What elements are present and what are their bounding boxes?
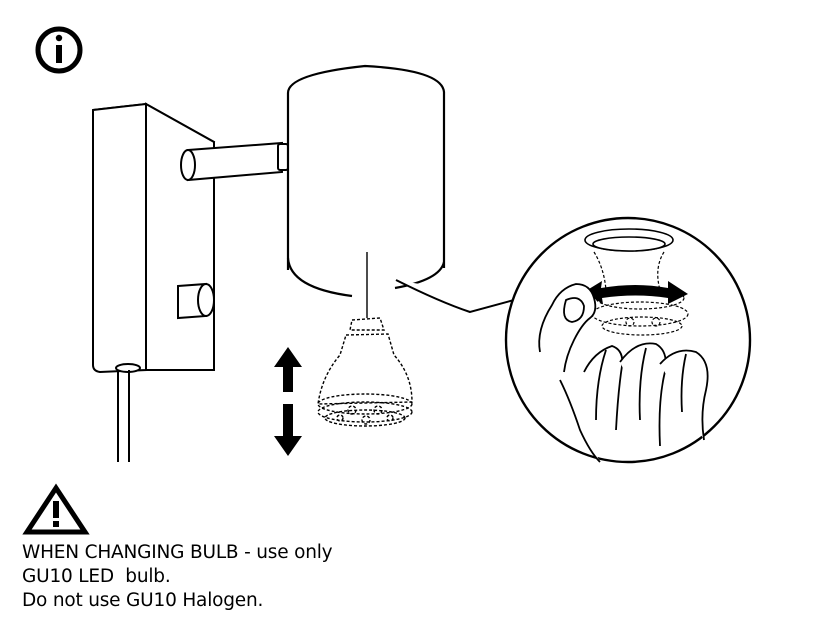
- warning-triangle-icon: [22, 483, 90, 535]
- power-cable: [115, 363, 141, 462]
- callout-pointer: [395, 279, 515, 314]
- hand-illustration: [538, 283, 709, 463]
- gu10-bulb: [317, 252, 413, 427]
- dimmer-knob: [177, 282, 215, 320]
- lamp-arm: [180, 141, 289, 182]
- warning-line-3: Do not use GU10 Halogen.: [22, 590, 264, 611]
- detail-zoom-circle: [504, 216, 752, 464]
- warning-message: WHEN CHANGING BULB - use only GU10 LED b…: [22, 541, 442, 613]
- warning-line-2: GU10 LED bulb.: [22, 566, 171, 587]
- lamp-shade: [286, 64, 446, 298]
- warning-line-1: WHEN CHANGING BULB - use only: [22, 542, 333, 563]
- rotate-arrow-icon: [584, 281, 688, 304]
- up-down-arrow-icon: [274, 347, 302, 456]
- info-icon: [35, 26, 83, 74]
- wall-base-box: [92, 102, 216, 374]
